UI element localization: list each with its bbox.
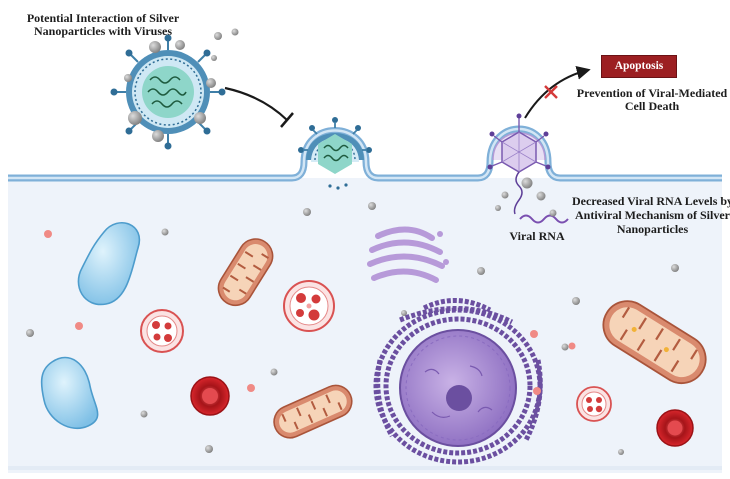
rough-er	[373, 297, 543, 465]
label-interaction: Potential Interaction of Silver Nanopart…	[26, 11, 180, 38]
free-virus	[110, 34, 226, 150]
vacuole-lower	[40, 356, 99, 430]
nanoparticles-near-rna	[495, 177, 557, 217]
red-blood-cell-2	[656, 409, 694, 447]
lysosome-1	[283, 280, 335, 332]
apoptosis-badge: Apoptosis	[601, 55, 677, 78]
budding-virus-blocked	[298, 117, 372, 190]
inhibition-line	[224, 86, 288, 121]
label-viral-rna: Viral RNA	[509, 229, 565, 243]
label-decreased-rna: Decreased Viral RNA Levels by Antiviral …	[571, 194, 730, 236]
mitochondrion-2	[273, 384, 353, 439]
red-particles	[44, 230, 576, 395]
red-blood-cell-1	[190, 376, 230, 416]
inhibition-bar	[280, 112, 294, 128]
apoptosis-arrow	[524, 65, 591, 119]
cytoplasm-nanoparticles	[26, 202, 679, 455]
nanoparticles-around-virus	[124, 28, 239, 142]
lysosome-2	[140, 309, 184, 353]
viral-rna-strand	[519, 214, 569, 224]
mitochondrion-3	[602, 300, 707, 385]
mitochondrion-1	[217, 238, 274, 307]
nucleus	[399, 329, 517, 447]
label-prevention: Prevention of Viral-Mediated Cell Death	[576, 86, 728, 113]
lysosome-3	[576, 386, 612, 422]
golgi-apparatus	[367, 226, 449, 283]
cell-membrane-inner	[8, 127, 722, 180]
block-cross-icon	[544, 85, 558, 99]
cytoplasm-bottom-edge	[8, 466, 722, 470]
budding-virus-releasing	[487, 113, 551, 215]
vacuole-upper	[77, 222, 141, 306]
